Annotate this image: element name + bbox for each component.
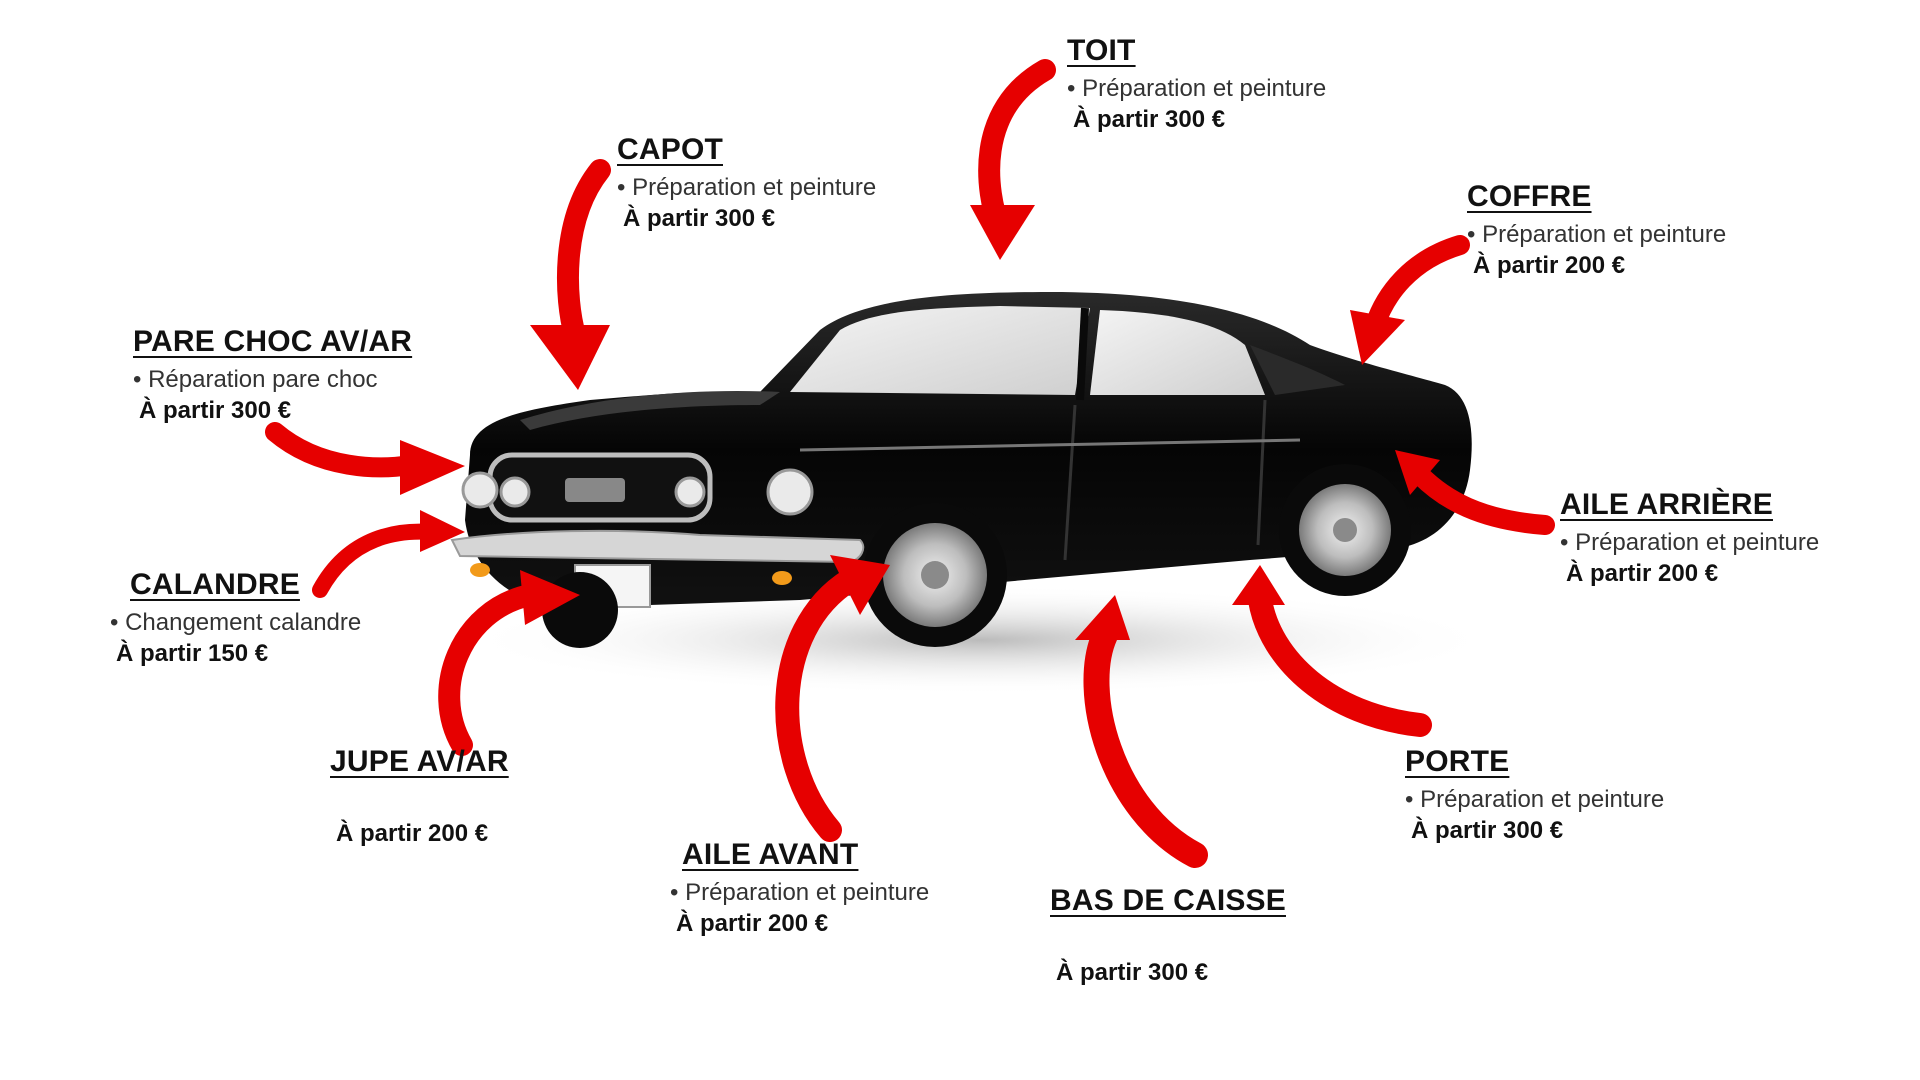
label-jupe: JUPE AV/AR À partir 200 € [330, 745, 509, 847]
arrow-coffre [1350, 235, 1470, 365]
label-price: À partir 200 € [676, 910, 829, 938]
label-aile-avant: AILE AVANT • Préparation et peinture À p… [670, 838, 929, 938]
label-price: À partir 300 € [1073, 106, 1226, 134]
arrow-jupe [438, 570, 580, 756]
label-toit: TOIT • Préparation et peinture À partir … [1067, 34, 1326, 134]
label-porte: PORTE • Préparation et peinture À partir… [1405, 745, 1664, 845]
label-capot: CAPOT • Préparation et peinture À partir… [617, 133, 876, 233]
label-price: À partir 300 € [1411, 817, 1564, 845]
label-price: À partir 300 € [139, 397, 292, 425]
label-title: PARE CHOC AV/AR [133, 325, 413, 358]
label-price: À partir 300 € [623, 205, 776, 233]
label-title: PORTE [1405, 745, 1510, 778]
label-aile-arriere: AILE ARRIÈRE • Préparation et peinture À… [1560, 488, 1819, 588]
label-price: À partir 200 € [336, 819, 489, 847]
label-desc: • Préparation et peinture [1405, 785, 1665, 813]
label-desc: • Préparation et peinture [1067, 74, 1327, 102]
label-title: AILE ARRIÈRE [1560, 488, 1773, 521]
label-desc: • Changement calandre [110, 608, 362, 636]
label-title: CALANDRE [130, 568, 300, 601]
label-price: À partir 200 € [1566, 560, 1719, 588]
arrow-calandre [312, 510, 465, 598]
label-price: À partir 200 € [1473, 252, 1626, 280]
arrow-parechoc [265, 422, 465, 495]
arrow-ailearriere [1395, 450, 1555, 535]
label-pare-choc: PARE CHOC AV/AR • Réparation pare choc À… [133, 325, 412, 425]
label-coffre: COFFRE • Préparation et peinture À parti… [1467, 180, 1726, 280]
label-title: BAS DE CAISSE [1050, 884, 1286, 917]
label-price: À partir 300 € [1056, 958, 1209, 986]
label-calandre: CALANDRE • Changement calandre À partir … [110, 568, 361, 668]
label-title: CAPOT [617, 133, 723, 166]
label-desc: • Préparation et peinture [670, 878, 930, 906]
label-title: JUPE AV/AR [330, 745, 509, 778]
label-price: À partir 150 € [116, 640, 269, 668]
car-shadow [460, 585, 1500, 695]
label-desc: • Préparation et peinture [617, 173, 877, 201]
car-body [450, 292, 1472, 648]
label-bas-de-caisse: BAS DE CAISSE À partir 300 € [1050, 884, 1286, 986]
arrow-porte [1232, 565, 1432, 737]
label-title: COFFRE [1467, 180, 1592, 213]
arrow-basdecaisse [1075, 595, 1208, 868]
label-title: TOIT [1067, 34, 1136, 67]
label-desc: • Réparation pare choc [133, 365, 378, 393]
arrow-aileavant [775, 555, 890, 842]
arrows [265, 59, 1555, 868]
label-title: AILE AVANT [682, 838, 859, 871]
label-desc: • Préparation et peinture [1560, 528, 1820, 556]
label-desc: • Préparation et peinture [1467, 220, 1727, 248]
arrow-toit [970, 59, 1056, 260]
arrow-capot [530, 159, 611, 390]
